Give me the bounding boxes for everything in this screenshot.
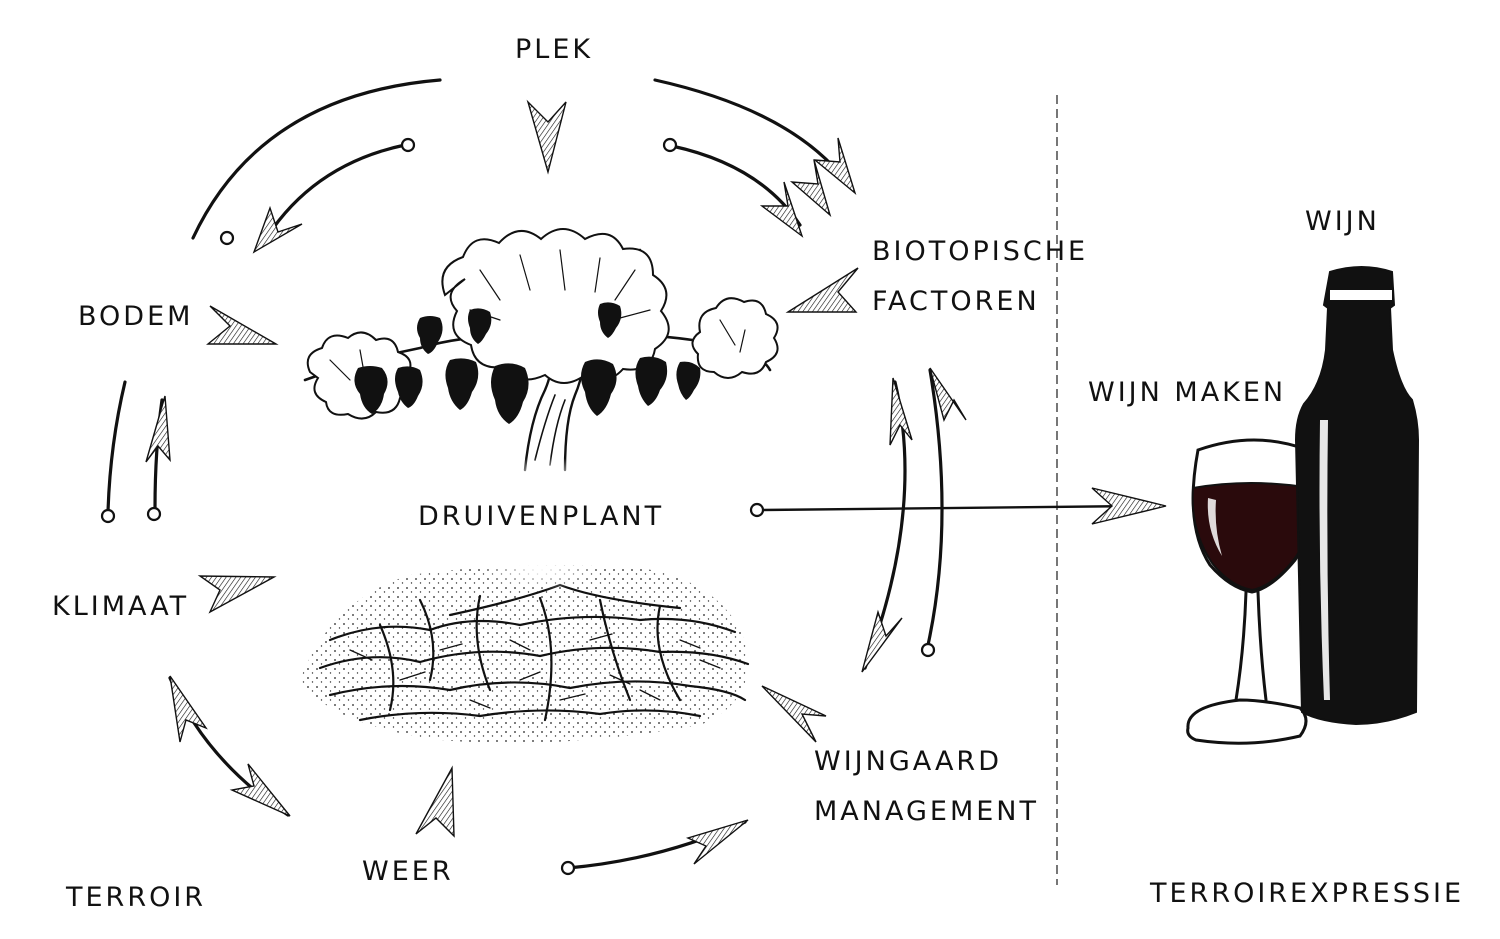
label-druivenplant: DRUIVENPLANT — [418, 501, 664, 532]
label-terroirexpressie: TERROIREXPRESSIE — [1149, 878, 1464, 909]
bodem-chevron — [206, 305, 279, 345]
label-klimaat: KLIMAAT — [52, 591, 189, 622]
biotopisch-chevron — [785, 267, 859, 313]
label-wijn: WIJN — [1305, 206, 1380, 237]
wine-glass-illustration — [1186, 438, 1315, 745]
wijngaard-chevron — [761, 685, 827, 743]
klimaat-chevron — [197, 575, 277, 614]
label-weer: WEER — [362, 856, 454, 887]
label-bodem: BODEM — [78, 301, 193, 332]
label-terroir: TERROIR — [65, 882, 206, 913]
weer-chevron — [415, 765, 455, 838]
label-plek: PLEK — [515, 34, 593, 65]
wine-bottle-illustration — [1294, 266, 1420, 726]
label-biotopische: BIOTOPISCHE — [872, 236, 1088, 267]
expression-arrow — [749, 487, 1167, 525]
label-management: MANAGEMENT — [814, 796, 1039, 827]
label-wijn-maken: WIJN MAKEN — [1088, 377, 1286, 408]
vineyard-soil-illustration — [300, 550, 750, 743]
label-factoren: FACTOREN — [872, 286, 1040, 317]
cycle-arrows — [100, 78, 967, 876]
label-wijngaard: WIJNGAARD — [814, 746, 1002, 777]
factor-chevrons — [197, 99, 859, 838]
plek-chevron — [526, 99, 567, 175]
grapevine-illustration — [303, 228, 779, 500]
